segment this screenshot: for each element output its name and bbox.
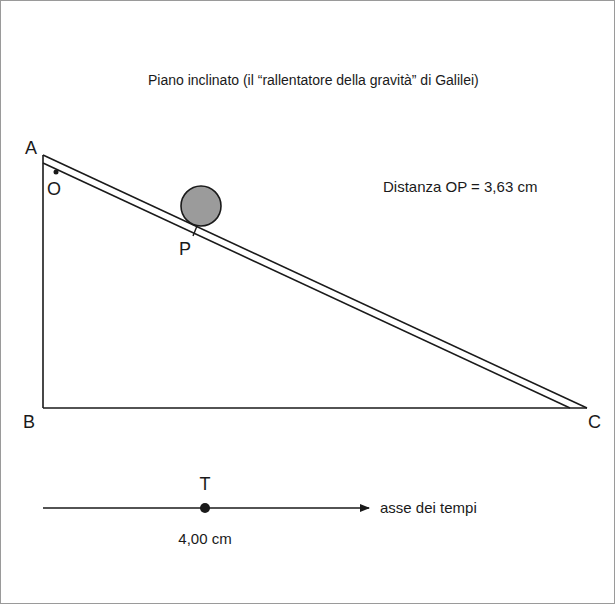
vertical-side [42, 163, 44, 408]
measure-label: 4,00 cm [178, 530, 231, 547]
inclined-plane-rail [43, 163, 570, 408]
measure-note: Distanza OP = 3,63 cm [383, 178, 537, 195]
vertex-label: C [588, 412, 601, 433]
base-side [43, 407, 587, 409]
inclined-plane [43, 155, 587, 408]
point-label: T [200, 474, 211, 495]
title: Piano inclinato (il “rallentatore della … [148, 72, 479, 88]
ball [181, 186, 221, 226]
point-marker [193, 226, 197, 236]
vertex-label: A [25, 138, 37, 159]
plane-end [42, 155, 44, 163]
point-label: P [179, 239, 191, 260]
axis-label: asse dei tempi [380, 499, 477, 516]
point-label: O [47, 179, 61, 200]
start-point [54, 170, 59, 175]
vertex-label: B [23, 412, 35, 433]
time-point [200, 503, 210, 513]
